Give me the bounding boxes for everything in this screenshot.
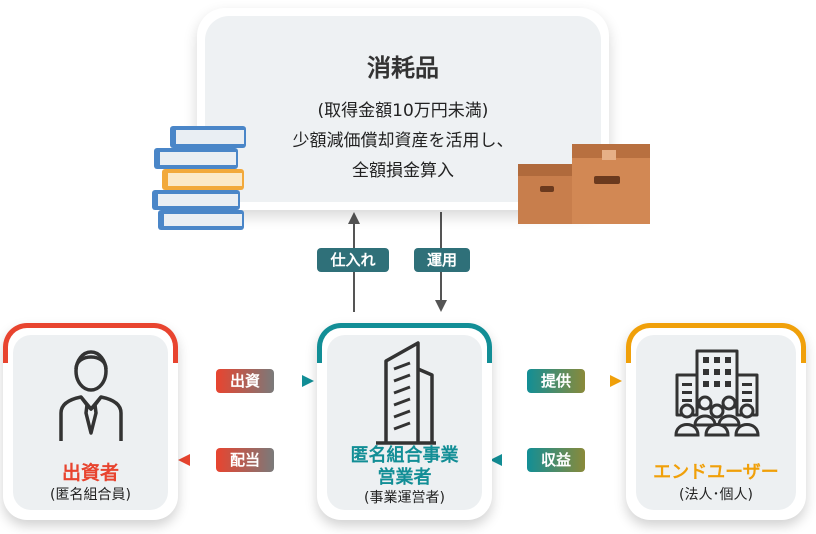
- enduser-title: エンドユーザー: [653, 462, 779, 483]
- provide-label: 提供: [527, 369, 585, 393]
- operator-title-line1: 匿名組合事業: [350, 445, 459, 466]
- cardboard-boxes-icon: [518, 144, 650, 224]
- books-stack-icon: [152, 126, 246, 230]
- operator-subtitle: (事業運営者): [364, 490, 445, 506]
- corporate-people-icon: [674, 349, 760, 437]
- consumables-line-2: 少額減価償却資産を活用し、: [292, 131, 514, 151]
- operator-card: 匿名組合事業 営業者 (事業運営者): [317, 323, 492, 520]
- consumables-line-3: 全額損金算入: [352, 161, 454, 181]
- dividend-label: 配当: [216, 448, 274, 472]
- enduser-card: エンドユーザー (法人･個人): [626, 323, 806, 520]
- invest-label: 出資: [216, 369, 274, 393]
- investor-subtitle: (匿名組合員): [50, 487, 131, 503]
- operation-label: 運用: [414, 248, 470, 272]
- operator-title-line2: 営業者: [377, 467, 432, 488]
- purchase-label: 仕入れ: [317, 248, 389, 272]
- investor-title: 出資者: [61, 462, 119, 484]
- businessman-icon: [59, 350, 123, 441]
- consumables-title: 消耗品: [367, 54, 439, 82]
- investor-card: 出資者 (匿名組合員): [3, 323, 178, 520]
- enduser-subtitle: (法人･個人): [679, 487, 753, 503]
- office-building-icon: [376, 341, 436, 445]
- consumables-line-1: (取得金額10万円未満): [317, 101, 489, 121]
- revenue-label: 収益: [527, 448, 585, 472]
